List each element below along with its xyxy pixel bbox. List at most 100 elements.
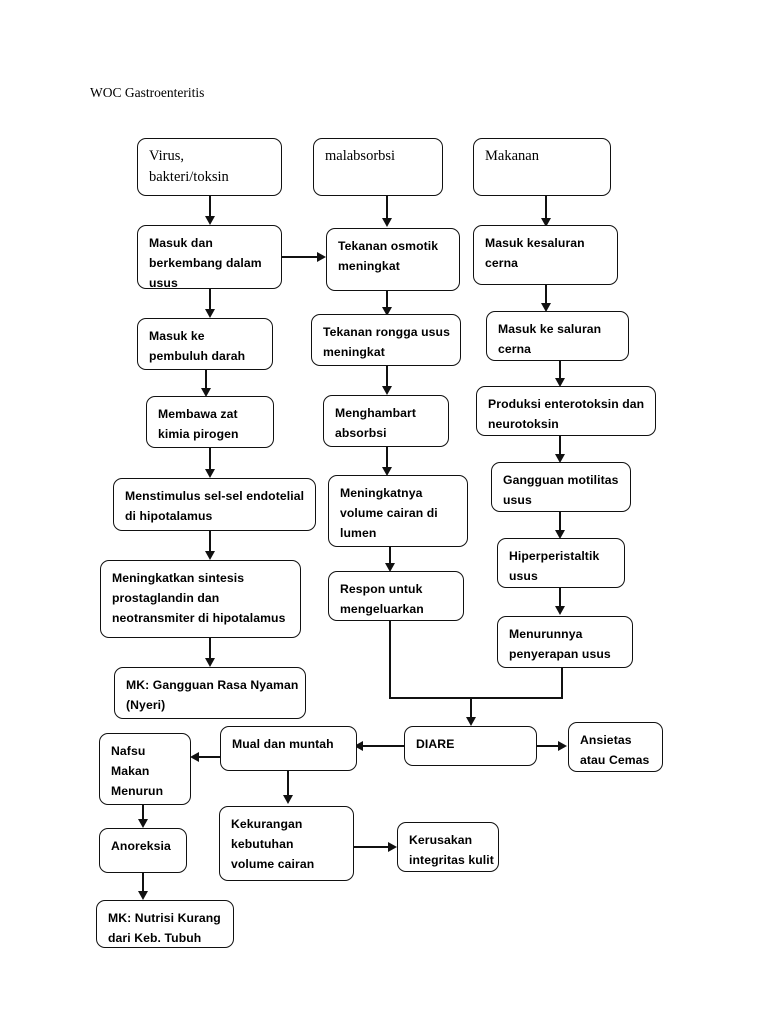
node-anoreksia: Anoreksia: [99, 828, 187, 873]
arrowhead-nafsu-to-anoreksia: [137, 819, 148, 828]
node-menghambart-line-1: Menghambart: [335, 406, 417, 420]
node-masuk-ke-saluran: Masuk ke saluran cerna: [486, 311, 629, 361]
arrowhead-mual-to-kekurangan: [282, 795, 293, 804]
edge-hiper-to-penyerapan: [559, 588, 561, 610]
node-pembuluh-darah-line-2: pembuluh darah: [149, 349, 246, 363]
arrowhead-masukkesaluran-to-enterotoksin: [554, 378, 565, 387]
node-masuk-usus-line-3: usus: [149, 276, 178, 290]
node-rongga-usus-line-1: Tekanan rongga usus: [323, 325, 450, 339]
node-virus-line-1: Virus,: [149, 148, 184, 164]
edge-pembuluh-to-pirogen: [205, 370, 207, 392]
node-mk-nutrisi-line-2: dari Keb. Tubuh: [108, 931, 202, 945]
node-penyerapan-line-2: penyerapan usus: [509, 647, 611, 661]
node-endotelial-line-1: Menstimulus sel-sel endotelial: [125, 489, 305, 503]
arrowhead-anoreksia-to-mknutrisi: [137, 891, 148, 900]
node-respon: Respon untuk mengeluarkan: [328, 571, 464, 621]
node-masuk-usus-line-1: Masuk dan: [149, 236, 213, 250]
arrowhead-diare-to-ansietas: [558, 741, 567, 751]
arrowhead-masukusus-to-osmotik: [317, 252, 326, 262]
node-masuk-ke-saluran-line-2: cerna: [498, 342, 532, 356]
node-respon-line-2: mengeluarkan: [340, 602, 424, 616]
node-volume-lumen-line-3: lumen: [340, 526, 377, 540]
node-mk-nutrisi-line-1: MK: Nutrisi Kurang: [108, 911, 221, 925]
node-makanan: Makanan: [473, 138, 611, 196]
node-hiperperistaltik-line-1: Hiperperistaltik: [509, 549, 600, 563]
arrowhead-lumen-to-respon: [384, 563, 395, 572]
edge-osmotik-to-rongga: [386, 291, 388, 311]
arrowhead-enterotoksin-to-motilitas: [554, 454, 565, 463]
node-ansietas-line-1: Ansietas: [580, 733, 632, 747]
node-rongga-usus-line-2: meningkat: [323, 345, 385, 359]
edge-lumen-to-respon: [389, 547, 391, 566]
node-masuk-ke-saluran-line-1: Masuk ke saluran: [498, 322, 602, 336]
node-masuk-kesaluran: Masuk kesaluran cerna: [473, 225, 618, 285]
arrowhead-menghambart-to-lumen: [381, 467, 392, 476]
arrowhead-pirogen-to-endotelial: [204, 469, 215, 478]
node-rongga-usus: Tekanan rongga usus meningkat: [311, 314, 461, 366]
edge-masukusus-to-pembuluh: [209, 289, 211, 313]
node-mk-nyeri: MK: Gangguan Rasa Nyaman (Nyeri): [114, 667, 306, 719]
node-enterotoksin: Produksi enterotoksin dan neurotoksin: [476, 386, 656, 436]
node-mk-nyeri-line-1: MK: Gangguan Rasa Nyaman: [126, 678, 299, 692]
node-pembuluh-darah-line-1: Masuk ke: [149, 329, 205, 343]
edge-kesaluran-to-masukkesaluran: [545, 285, 547, 307]
node-enterotoksin-line-2: neurotoksin: [488, 417, 559, 431]
arrowhead-kekurangan-to-kerusakan: [388, 842, 397, 852]
edge-virus-to-masukusus: [209, 196, 211, 220]
node-kerusakan-line-1: Kerusakan: [409, 833, 473, 847]
node-masuk-usus-line-2: berkembang dalam: [149, 256, 262, 270]
arrowhead-motilitas-to-hiper: [554, 530, 565, 539]
arrowhead-rongga-to-menghambart: [381, 386, 392, 395]
node-kekurangan: Kekurangan kebutuhan volume cairan: [219, 806, 354, 881]
node-kerusakan-line-2: integritas kulit: [409, 853, 494, 867]
node-nafsu-makan-line-3: Menurun: [111, 784, 164, 798]
node-makanan-line-1: Makanan: [485, 148, 539, 164]
arrowhead-pembuluh-to-pirogen: [200, 388, 211, 397]
edge-masukkesaluran-to-enterotoksin: [559, 361, 561, 382]
node-kimia-pirogen: Membawa zat kimia pirogen: [146, 396, 274, 448]
node-menghambart: Menghambart absorbsi: [323, 395, 449, 447]
edge-sintesis-to-mknyeri: [209, 638, 211, 662]
edge-nafsu-to-anoreksia: [142, 805, 144, 823]
node-nafsu-makan: Nafsu Makan Menurun: [99, 733, 191, 805]
node-nafsu-makan-line-1: Nafsu: [111, 744, 146, 758]
arrowhead-kesaluran-to-masukkesaluran: [540, 303, 551, 312]
junction-rail-to-diare: [389, 697, 563, 699]
node-pembuluh-darah: Masuk ke pembuluh darah: [137, 318, 273, 370]
node-tekanan-osmotik-line-2: meningkat: [338, 259, 400, 273]
node-kimia-pirogen-line-2: kimia pirogen: [158, 427, 239, 441]
arrowhead-rail-to-diare: [465, 717, 476, 726]
node-sintesis-line-3: neotransmiter di hipotalamus: [112, 611, 286, 625]
edge-mual-to-nafsu: [193, 756, 220, 758]
node-respon-line-1: Respon untuk: [340, 582, 423, 596]
arrowhead-virus-to-masukusus: [204, 216, 215, 225]
node-virus-line-2: bakteri/toksin: [149, 169, 229, 185]
node-malabsorbsi: malabsorbsi: [313, 138, 443, 196]
arrowhead-malabsorbsi-to-osmotik: [381, 218, 392, 227]
node-volume-lumen-line-2: volume cairan di: [340, 506, 438, 520]
edge-anoreksia-to-mknutrisi: [142, 873, 144, 896]
node-malabsorbsi-line-1: malabsorbsi: [325, 148, 396, 164]
arrowhead-masukusus-to-pembuluh: [204, 309, 215, 318]
node-ansietas-line-2: atau Cemas: [580, 753, 650, 767]
node-penyerapan: Menurunnya penyerapan usus: [497, 616, 633, 668]
node-hiperperistaltik-line-2: usus: [509, 569, 538, 583]
node-ansietas: Ansietas atau Cemas: [568, 722, 663, 772]
node-tekanan-osmotik: Tekanan osmotik meningkat: [326, 228, 460, 291]
edge-enterotoksin-to-motilitas: [559, 436, 561, 458]
node-mk-nutrisi: MK: Nutrisi Kurang dari Keb. Tubuh: [96, 900, 234, 948]
page-title: WOC Gastroenteritis: [90, 85, 205, 100]
node-anoreksia-line-1: Anoreksia: [111, 839, 171, 853]
edge-endotelial-to-sintesis: [209, 531, 211, 555]
node-endotelial: Menstimulus sel-sel endotelial di hipota…: [113, 478, 316, 531]
node-sintesis-line-1: Meningkatkan sintesis: [112, 571, 245, 585]
node-penyerapan-line-1: Menurunnya: [509, 627, 583, 641]
node-enterotoksin-line-1: Produksi enterotoksin dan: [488, 397, 645, 411]
node-sintesis: Meningkatkan sintesis prostaglandin dan …: [100, 560, 301, 638]
node-volume-lumen: Meningkatnya volume cairan di lumen: [328, 475, 468, 547]
node-tekanan-osmotik-line-1: Tekanan osmotik: [338, 239, 439, 253]
edge-kekurangan-to-kerusakan: [354, 846, 390, 848]
node-hiperperistaltik: Hiperperistaltik usus: [497, 538, 625, 588]
edge-rongga-to-menghambart: [386, 366, 388, 390]
arrowhead-makanan-to-kesaluran: [540, 218, 551, 227]
